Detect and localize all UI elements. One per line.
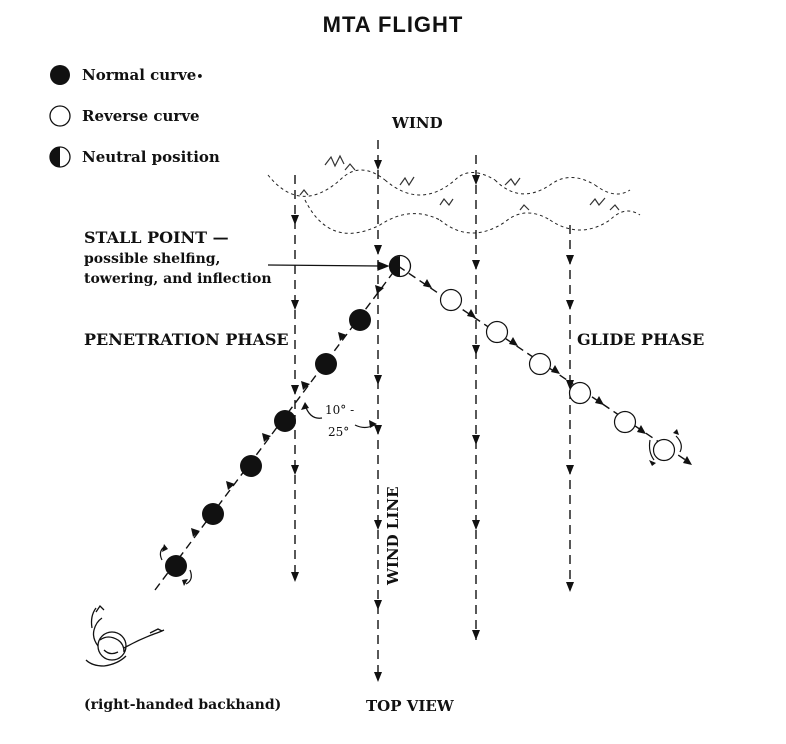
filled-circle-icon (50, 65, 70, 85)
stall-point-label: STALL POINT — (84, 228, 229, 247)
disc-normal-4 (274, 410, 296, 432)
angle-label-1: 10° - (325, 403, 355, 417)
legend-neutral: Neutral position (48, 145, 220, 169)
legend-neutral-label: Neutral position (82, 148, 220, 166)
top-view-label: TOP VIEW (366, 697, 454, 715)
disc-normal-1 (165, 555, 187, 577)
spin-arrows-end (648, 435, 682, 461)
disc-normal-6 (349, 309, 371, 331)
stall-pointer (267, 261, 390, 271)
thrower-label: (right-handed backhand) (84, 697, 282, 713)
penetration-phase-label: PENETRATION PHASE (84, 330, 289, 349)
reverse-discs (439, 288, 676, 462)
disc-reverse-5 (613, 410, 637, 434)
wind-line-label: WIND LINE (384, 486, 402, 585)
thrower-figure (85, 604, 165, 667)
wind-arrowheads (291, 160, 574, 682)
stall-point-detail-2: towering, and inflection (84, 271, 272, 287)
legend-normal-label: Normal curve• (82, 66, 204, 84)
legend-normal: Normal curve• (48, 63, 203, 87)
legend-reverse-label: Reverse curve (82, 107, 200, 125)
disc-reverse-1 (439, 288, 463, 312)
wind-lines (294, 140, 571, 680)
normal-discs (165, 309, 371, 577)
legend-reverse: Reverse curve (48, 104, 200, 128)
disc-reverse-2 (485, 320, 509, 344)
glide-phase-label: GLIDE PHASE (577, 330, 705, 349)
disc-normal-5 (315, 353, 337, 375)
wind-clouds (267, 169, 641, 234)
angle-label-2: 25° (328, 425, 350, 439)
page-title: MTA FLIGHT (322, 12, 464, 37)
disc-normal-2 (202, 503, 224, 525)
penetration-path (154, 265, 399, 591)
wind-cloud-scribbles (299, 154, 620, 211)
hollow-circle-icon (49, 105, 71, 127)
path-arrowheads (191, 279, 692, 537)
stall-point-detail-1: possible shelfing, (84, 251, 221, 267)
half-circle-icon (49, 146, 71, 168)
neutral-disc (388, 254, 412, 278)
disc-reverse-4 (568, 381, 592, 405)
disc-reverse-6 (652, 438, 676, 462)
disc-reverse-3 (528, 352, 552, 376)
wind-label: WIND (392, 114, 443, 132)
disc-normal-3 (240, 455, 262, 477)
